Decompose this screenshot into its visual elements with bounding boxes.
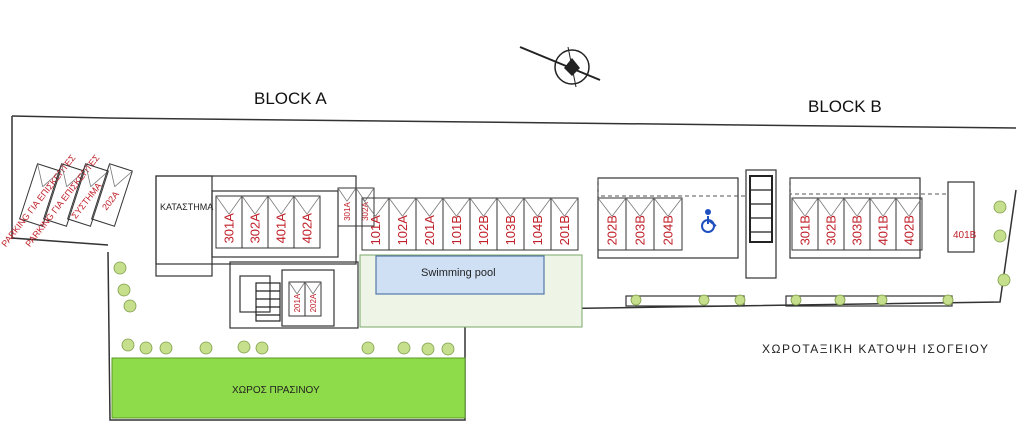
unit-label: 101B (449, 215, 464, 245)
parking-bay: 202A (304, 281, 322, 317)
stair-cores (255, 175, 773, 322)
green-area (111, 357, 466, 419)
floor-plan-caption: ΧΩΡΟΤΑΞΙΚΗ ΚΑΤΟΨΗ ΙΣΟΓΕΙΟΥ (762, 342, 989, 356)
pool-label: Swimming pool (421, 267, 496, 279)
unit-label: 302B (824, 215, 839, 245)
unit-401b-label: 401B (953, 230, 977, 241)
block-b-parking-row-1: 202B 203B 204B (597, 197, 683, 251)
unit-label: 202B (605, 215, 620, 245)
block-a-parking-row: 301A 302A 401A 402A (215, 195, 321, 249)
wheelchair-icon (701, 209, 717, 233)
parking-bay: 301A (215, 195, 243, 249)
block-a-building (155, 175, 359, 329)
parking-bay: 401B (869, 197, 897, 251)
block-a-label: BLOCK A (254, 89, 327, 108)
parking-bay: 401A (267, 195, 295, 249)
unit-label: 102B (476, 215, 491, 245)
unit-label: 204B (661, 215, 676, 245)
parking-bay: 103B (496, 197, 525, 251)
parking-bay: 201B (550, 197, 579, 251)
swimming-pool (375, 255, 545, 295)
pool-parking-row: 101A 102A 201A 101B 102B 103B 104B 201B (361, 197, 579, 251)
unit-label: 202A (309, 293, 318, 312)
unit-label: 402A (300, 213, 315, 244)
unit-label: 202A (100, 189, 121, 212)
block-b-label: BLOCK B (808, 97, 882, 116)
unit-label: 201A (293, 293, 302, 312)
unit-label: 302A (361, 202, 370, 221)
parking-bay: 301B (791, 197, 819, 251)
unit-label: 401A (274, 213, 289, 244)
unit-label: 301A (222, 213, 237, 244)
parking-bay: 402B (895, 197, 923, 251)
unit-label: 303B (850, 215, 865, 245)
parking-bay: 203B (625, 197, 655, 251)
parking-bay: 204B (653, 197, 683, 251)
block-b-parking-row-2: 301B 302B 303B 401B 402B (791, 197, 923, 251)
unit-label: 301A (343, 202, 352, 221)
parking-bay: 302A (355, 187, 375, 227)
unit-label: 402B (902, 215, 917, 245)
parking-bay: 101B (442, 197, 471, 251)
parking-bay: 101A (361, 197, 390, 251)
parking-bay: 102B (469, 197, 498, 251)
block-a-stair-units: 201A 202A (288, 281, 322, 317)
unit-label: 401B (876, 215, 891, 245)
north-arrow-icon (519, 46, 601, 88)
parking-bay: 301A (337, 187, 357, 227)
unit-label: 103B (503, 215, 518, 245)
parking-bay: 102A (388, 197, 417, 251)
shop-label: ΚΑΤΑΣΤΗΜΑ (160, 202, 213, 212)
green-area-label: ΧΩΡΟΣ ΠΡΑΣΙΝΟΥ (232, 385, 320, 396)
unit-label: 203B (633, 215, 648, 245)
parking-bay: 202B (597, 197, 627, 251)
parking-bay: 201A (288, 281, 306, 317)
unit-label: 301B (798, 215, 813, 245)
unit-label: 101A (368, 215, 383, 246)
parking-bay: 201A (415, 197, 444, 251)
unit-label: 201A (422, 215, 437, 246)
block-a-small-units: 301A 302A (337, 187, 375, 227)
parking-bay: 302B (817, 197, 845, 251)
parking-bay: 202A (90, 163, 134, 227)
dashed-guides (597, 178, 948, 197)
parking-bay: 104B (523, 197, 552, 251)
trees (113, 200, 1011, 356)
unit-label: 102A (395, 215, 410, 246)
parking-bay: 303B (843, 197, 871, 251)
unit-label: 201B (557, 215, 572, 245)
parking-bay: 402A (293, 195, 321, 249)
unit-label: 302A (248, 213, 263, 244)
unit-label: 104B (530, 215, 545, 245)
parking-bay: 302A (241, 195, 269, 249)
